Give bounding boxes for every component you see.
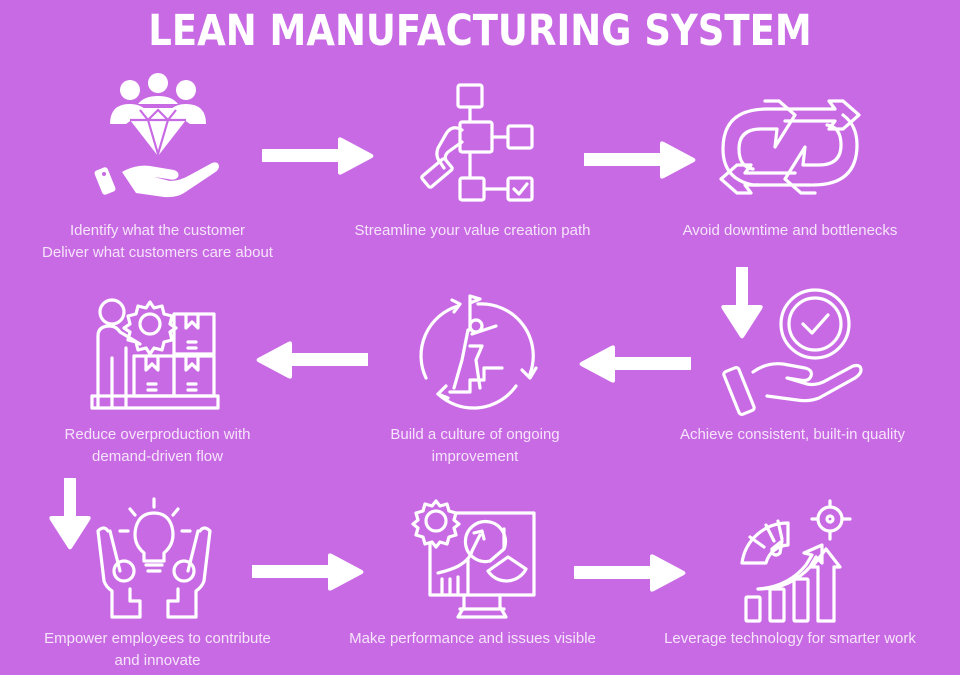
step-6-caption: Reduce overproduction with demand-driven… (20, 424, 295, 468)
arrow-left-icon (255, 340, 370, 380)
hand-quality-check-icon (722, 288, 865, 420)
caption-line: Leverage technology for smarter work (664, 630, 916, 647)
speedometer-growth-target-icon (728, 493, 858, 623)
caption-line: Build a culture of ongoing (390, 426, 560, 443)
caption-line: Deliver what customers care about (42, 244, 273, 261)
caption-line: Reduce overproduction with (64, 426, 251, 443)
worker-gear-boxes-icon (90, 298, 222, 416)
caption-line: Identify what the customer (69, 222, 246, 239)
arrow-right-icon (260, 136, 375, 176)
monitor-analytics-icon (408, 497, 543, 622)
caption-line: Empower employees to contribute (44, 630, 271, 647)
step-4-caption: Achieve consistent, built-in quality (650, 424, 935, 446)
caption-line: Avoid downtime and bottlenecks (682, 222, 898, 239)
continuous-loop-arrows-icon (715, 95, 865, 200)
arrow-left-icon (578, 344, 693, 384)
people-lightbulb-icon (90, 495, 220, 620)
caption-line: improvement (431, 448, 519, 465)
caption-line: Achieve consistent, built-in quality (679, 426, 906, 443)
caption-line: Make performance and issues visible (349, 630, 596, 647)
arrow-right-icon (250, 552, 365, 592)
step-1-caption: Identify what the customer Deliver what … (5, 220, 310, 264)
arrow-right-icon (572, 553, 687, 593)
step-5-caption: Build a culture of ongoing improvement (340, 424, 610, 468)
step-9-caption: Leverage technology for smarter work (645, 628, 935, 650)
step-7-caption: Empower employees to contribute and inno… (15, 628, 300, 672)
hand-diamond-customers-icon (92, 70, 222, 198)
page-title: LEAN MANUFACTURING SYSTEM (148, 6, 812, 56)
arrow-down-icon (720, 265, 764, 340)
hand-flowchart-icon (418, 82, 543, 207)
step-2-caption: Streamline your value creation path (330, 220, 615, 242)
arrow-down-icon (48, 476, 92, 551)
caption-line: demand-driven flow (92, 448, 223, 465)
step-8-caption: Make performance and issues visible (330, 628, 615, 650)
caption-line: and innovate (114, 652, 201, 669)
climbing-stairs-cycle-icon (418, 290, 538, 412)
caption-line: Streamline your value creation path (354, 222, 591, 239)
arrow-right-icon (582, 140, 697, 180)
step-3-caption: Avoid downtime and bottlenecks (650, 220, 930, 242)
